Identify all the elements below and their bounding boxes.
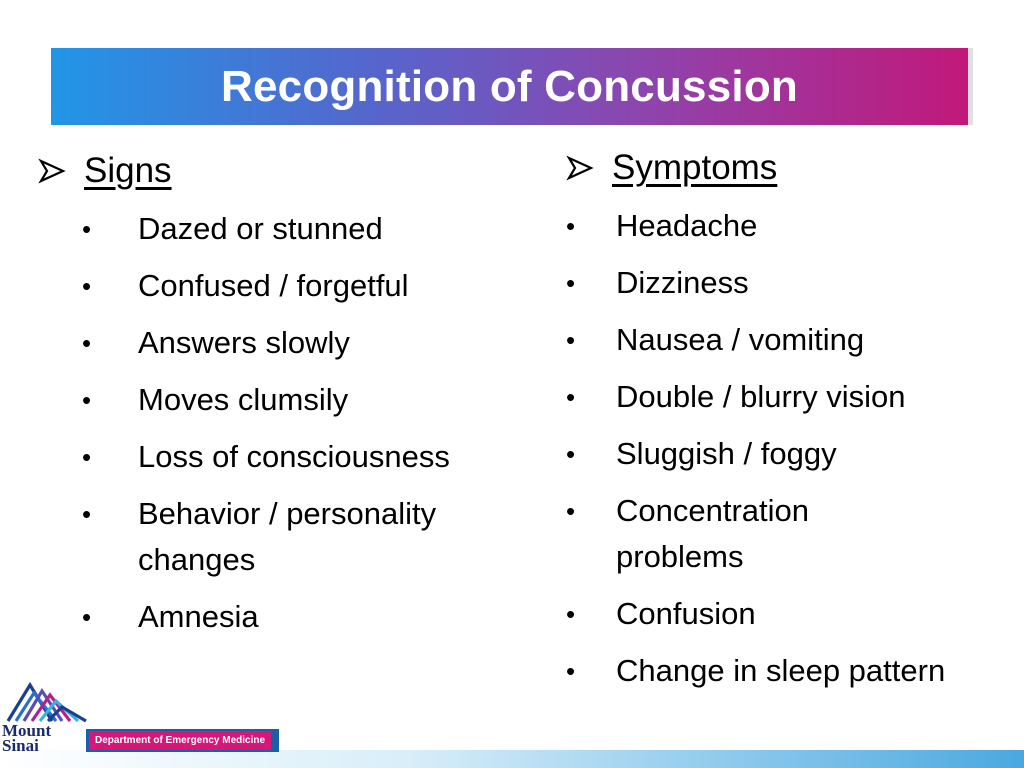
signs-header: Signs — [38, 146, 518, 196]
list-item: • Confusion — [566, 591, 1016, 637]
list-item-text: Double / blurry vision — [616, 379, 906, 414]
list-item: • Answers slowly — [82, 320, 518, 366]
bullet-icon: • — [566, 656, 576, 686]
bullet-icon: • — [566, 211, 576, 241]
logo-line-1: Mount — [2, 721, 52, 740]
list-item-text: Confused / forgetful — [138, 268, 409, 303]
list-item-text: Change in sleep pattern — [616, 653, 946, 688]
list-item: • Behavior / personality changes — [82, 491, 518, 583]
arrow-bullet-icon — [38, 158, 66, 184]
list-item-text: Answers slowly — [138, 325, 350, 360]
list-item-text: Moves clumsily — [138, 382, 349, 417]
symptoms-header: Symptoms — [566, 143, 1016, 193]
bullet-icon: • — [566, 439, 576, 469]
list-item-text: Sluggish / foggy — [616, 436, 837, 471]
signs-heading: Signs — [84, 151, 172, 190]
bullet-icon: • — [82, 499, 92, 529]
list-item: • Headache — [566, 203, 1016, 249]
bullet-icon: • — [566, 268, 576, 298]
symptoms-list: •Headache •Dizziness •Nausea / vomiting … — [566, 203, 1016, 694]
list-item: • Confused / forgetful — [82, 263, 518, 309]
bullet-icon: • — [82, 602, 92, 632]
list-item: • Nausea / vomiting — [566, 317, 1016, 363]
department-badge: Department of Emergency Medicine — [89, 731, 272, 750]
bullet-icon: • — [82, 442, 92, 472]
list-item-text: Loss of consciousness — [138, 439, 450, 474]
arrow-bullet-icon — [566, 155, 594, 181]
list-item-text: Dizziness — [616, 265, 749, 300]
list-item: • Dizziness — [566, 260, 1016, 306]
list-item-text: Confusion — [616, 596, 756, 631]
bullet-icon: • — [566, 496, 576, 526]
symptoms-column: Symptoms • Headache • Dizziness • Nausea / … — [566, 143, 1016, 705]
bullet-icon: • — [82, 214, 92, 244]
symptoms-heading: Symptoms — [612, 148, 778, 187]
logo-wordmark: Mount Sinai — [2, 721, 52, 755]
signs-column: Signs • Dazed or stunned • Confused / forg… — [38, 146, 518, 651]
bullet-icon: • — [566, 382, 576, 412]
bullet-icon: • — [566, 325, 576, 355]
list-item: • Concentration problems — [566, 488, 1016, 580]
list-item-text: Concentration problems — [616, 493, 810, 574]
list-item-text: Headache — [616, 208, 758, 243]
list-item: • Sluggish / foggy — [566, 431, 1016, 477]
list-item: • Double / blurry vision — [566, 374, 1016, 420]
footer-band — [0, 750, 1024, 768]
list-item: • Dazed or stunned — [82, 206, 518, 252]
logo-line-2: Sinai — [2, 736, 39, 755]
signs-list: •Dazed or stunned •Confused / forgetful … — [82, 206, 518, 640]
bullet-icon: • — [82, 271, 92, 301]
list-item: • Moves clumsily — [82, 377, 518, 423]
list-item-text: Amnesia — [138, 599, 259, 634]
list-item: • Change in sleep pattern — [566, 648, 1016, 694]
slide-title: Recognition of Concussion — [221, 61, 798, 111]
bullet-icon: • — [82, 385, 92, 415]
title-banner: Recognition of Concussion — [51, 48, 973, 125]
list-item-text: Behavior / personality changes — [138, 496, 437, 577]
list-item: • Amnesia — [82, 594, 518, 640]
list-item-text: Nausea / vomiting — [616, 322, 865, 357]
bullet-icon: • — [82, 328, 92, 358]
bullet-icon: • — [566, 599, 576, 629]
list-item: • Loss of consciousness — [82, 434, 518, 480]
list-item-text: Dazed or stunned — [138, 211, 383, 246]
mount-sinai-logo-icon — [6, 681, 87, 723]
